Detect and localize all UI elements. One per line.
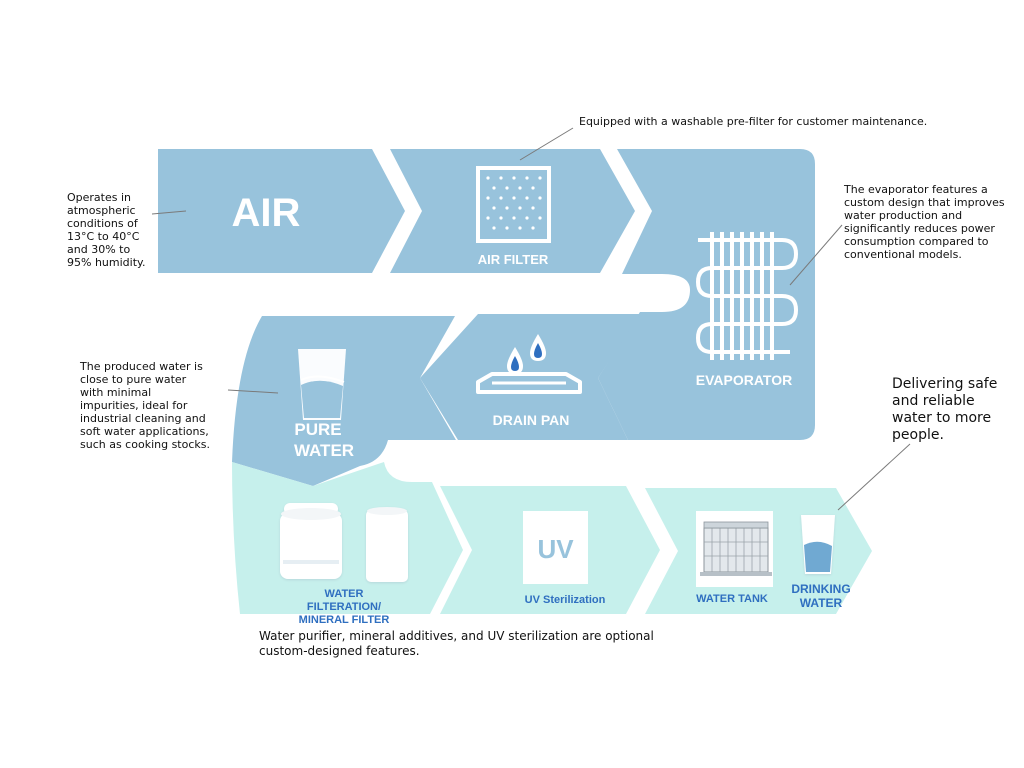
uv-icon-text: UV [537, 534, 574, 564]
uv-sterilization-label: UV Sterilization [525, 594, 606, 606]
evaporator-note: The evaporator features a custom design … [844, 183, 1005, 261]
blue-flow-band [158, 149, 815, 486]
air-filter-stage-label: AIR FILTER [478, 252, 549, 267]
drinking-water-label-line1: DRINKING [791, 582, 850, 596]
drain-pan-stage-label: DRAIN PAN [493, 412, 570, 428]
filter-cartridge-icon [280, 503, 342, 579]
drain-pan-stage-shape [420, 314, 640, 440]
air-filter-icon [476, 166, 551, 243]
prefilter-leader-line [519, 127, 574, 161]
pure-water-stage-shape [232, 316, 456, 486]
pure-water-leader-line [227, 389, 279, 394]
evaporator-coil-icon [695, 232, 799, 360]
delivering-note: Delivering safe and reliable water to mo… [892, 376, 998, 443]
evaporator-stage-label: EVAPORATOR [696, 372, 792, 388]
optional-features-note: Water purifier, mineral additives, and U… [259, 629, 654, 658]
prefilter-note: Equipped with a washable pre-filter for … [579, 115, 928, 128]
evaporator-leader-line [789, 224, 843, 286]
air-stage-label: AIR [232, 191, 301, 235]
water-tank-label: WATER TANK [696, 593, 768, 605]
mineral-filter-icon [366, 507, 408, 582]
delivering-leader-line [837, 443, 911, 511]
leader-lines [151, 127, 911, 511]
air-filter-stage-shape [390, 149, 635, 273]
drinking-water-label-line2: WATER [800, 596, 843, 610]
pure-water-label-line2: WATER [294, 441, 354, 460]
air-stage-shape [158, 149, 405, 273]
drain-pan-icon [476, 334, 582, 394]
pure-water-label-line1: PURE [294, 420, 341, 439]
water-filtration-label-line3: MINERAL FILTER [299, 614, 390, 626]
pure-water-note: The produced water is close to pure wate… [80, 360, 210, 451]
drinking-glass-icon [801, 515, 835, 574]
atmospheric-conditions-note: Operates in atmospheric conditions of 13… [67, 191, 146, 269]
uv-icon: UV [523, 511, 588, 584]
atmospheric-leader-line [151, 210, 187, 215]
water-glass-icon [298, 349, 346, 420]
water-tank-icon [696, 511, 773, 587]
water-filtration-label-line2: FILTERATION/ [307, 601, 381, 613]
water-filtration-label-line1: WATER [325, 588, 364, 600]
